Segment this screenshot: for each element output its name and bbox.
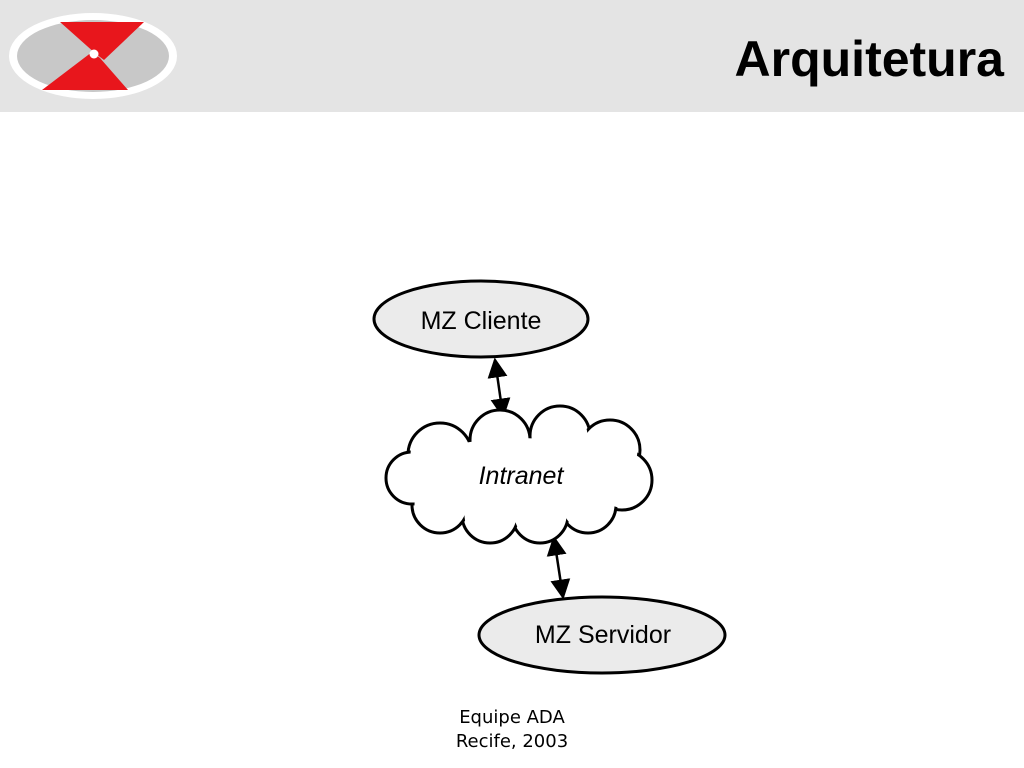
node-mz-cliente: MZ Cliente	[372, 279, 590, 359]
footer: Equipe ADA Recife, 2003	[412, 706, 612, 754]
footer-team: Equipe ADA	[459, 707, 565, 728]
cloud-intranet-label: Intranet	[479, 462, 565, 490]
slide-title: Arquitetura	[734, 31, 1004, 87]
connector-intranet-server	[546, 535, 571, 600]
node-mz-servidor: MZ Servidor	[477, 595, 727, 675]
node-mz-servidor-label: MZ Servidor	[535, 621, 671, 649]
connector-client-intranet	[487, 357, 511, 419]
node-mz-cliente-label: MZ Cliente	[421, 307, 542, 335]
footer-place-date: Recife, 2003	[455, 731, 569, 752]
cloud-intranet: Intranet	[384, 404, 654, 545]
z-logo-icon	[9, 13, 177, 99]
